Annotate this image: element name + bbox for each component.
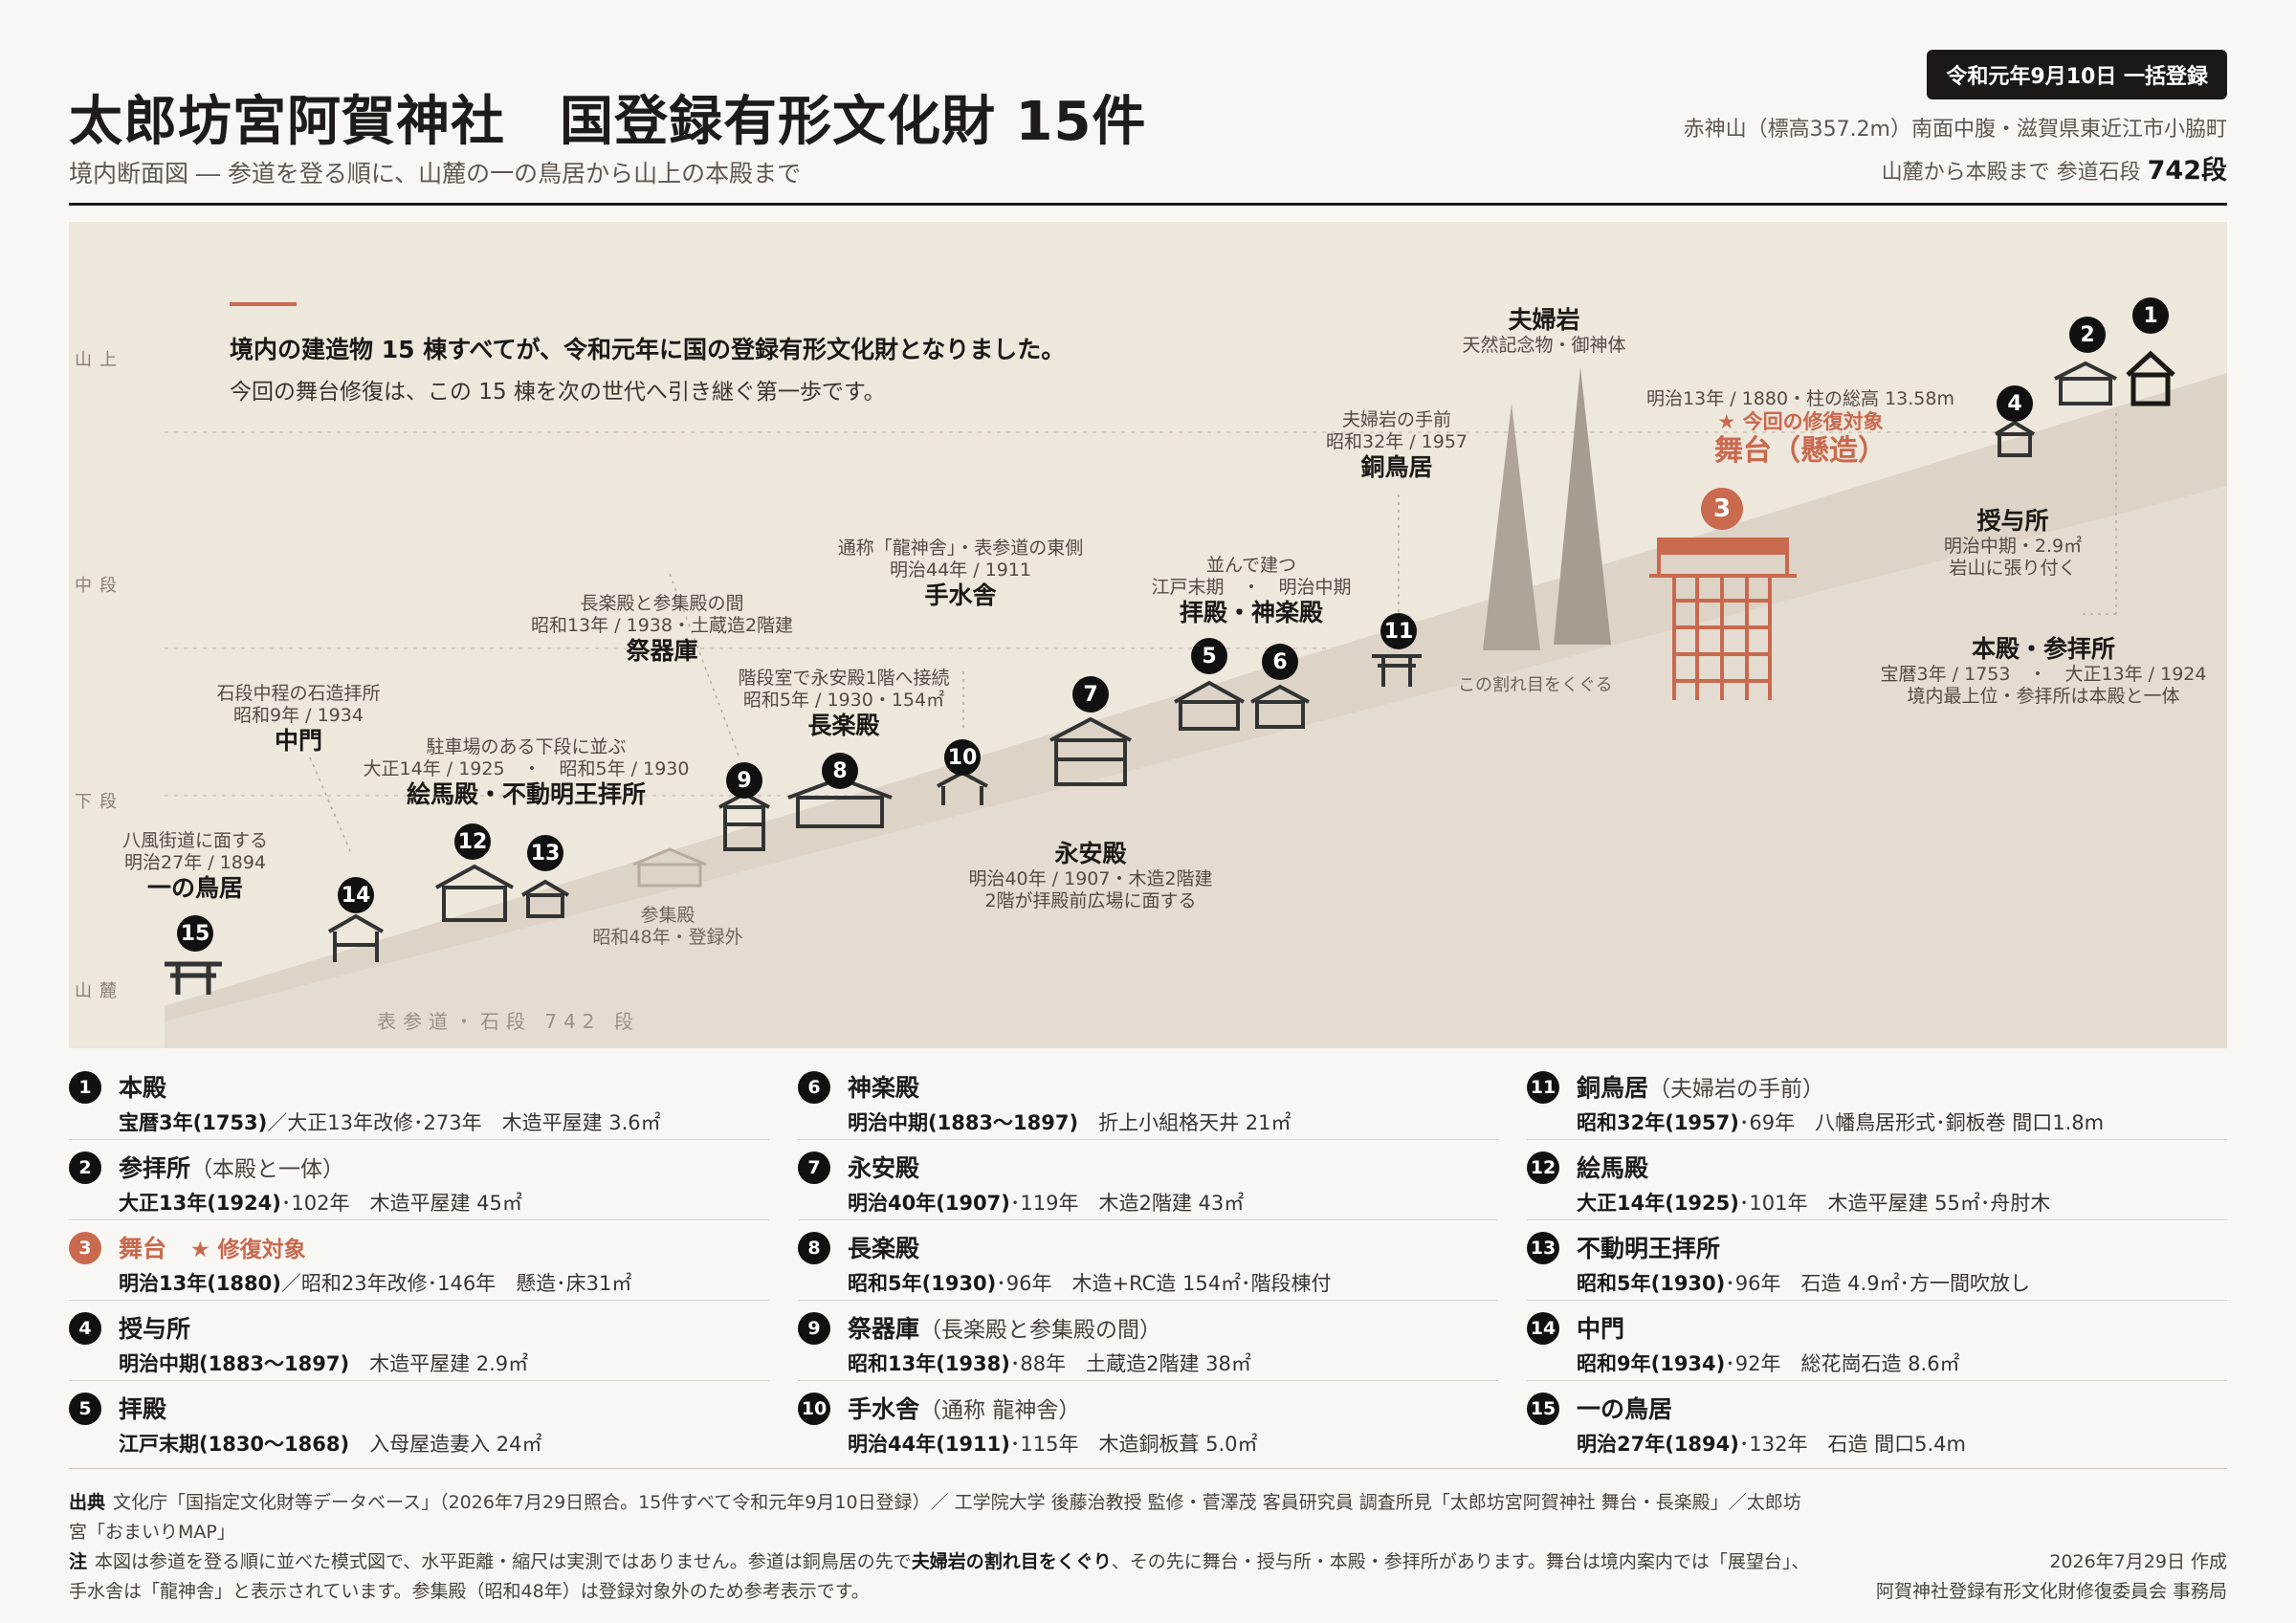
label-butai: 明治13年 / 1880・柱の総高 13.58m★ 今回の修復対象舞台（懸造） bbox=[1646, 388, 1954, 468]
source-text: 出典文化庁「国指定文化財等データベース」（2026年7月29日照合。15件すべて… bbox=[69, 1492, 1801, 1543]
marker-11: 11 bbox=[1380, 613, 1417, 649]
marker-4: 4 bbox=[1997, 385, 2033, 422]
torii-11 bbox=[1372, 654, 1422, 687]
message-text: 今回の舞台修復は、この 15 棟を次の世代へ引き継ぐ第一歩です。 bbox=[230, 380, 886, 405]
page-subtitle: 境内断面図 ― 参道を登る順に、山麓の一の鳥居から山上の本殿まで bbox=[69, 160, 802, 187]
steps-text: 山麓から本殿まで 参道石段 742段 bbox=[1882, 149, 2227, 186]
footer-org: 阿賀神社登録有形文化財修復委員会 事務局 bbox=[1875, 1581, 2227, 1602]
page-title: 太郎坊宮阿賀神社 国登録有形文化財 15件 bbox=[69, 91, 1147, 153]
label-saikiko: 長楽殿と参集殿の間昭和13年 / 1938・土蔵造2階建祭器庫 bbox=[530, 593, 794, 665]
registration-badge: 令和元年9月10日 一括登録 bbox=[1927, 50, 2227, 99]
note-text: 注本図は参道を登る順に並べた模式図で、水平距離・縮尺は実測ではありません。参道は… bbox=[69, 1551, 1810, 1602]
stage-3 bbox=[1649, 537, 1797, 700]
hall-12 bbox=[435, 864, 514, 922]
marker-6: 6 bbox=[1262, 644, 1298, 680]
footer-date: 2026年7月29日 作成阿賀神社登録有形文化財修復委員会 事務局 bbox=[1876, 1547, 2227, 1607]
diagram-svg bbox=[165, 350, 2227, 1048]
gate-14 bbox=[328, 913, 384, 962]
marker-14: 14 bbox=[338, 877, 374, 913]
honden-1 bbox=[2126, 350, 2175, 406]
marker-9: 9 bbox=[726, 762, 762, 799]
marker-1: 1 bbox=[2132, 297, 2169, 334]
steps-prefix: 山麓から本殿まで 参道石段 bbox=[1881, 161, 2141, 185]
footer-rule bbox=[69, 1468, 2227, 1469]
marker-10: 10 bbox=[944, 739, 981, 776]
header-rule bbox=[69, 203, 2227, 206]
marker-15: 15 bbox=[177, 915, 213, 952]
marker-7: 7 bbox=[1072, 676, 1109, 713]
message-bold: 境内の建造物 15 棟すべてが、令和元年に国の登録有形文化財となりました。 bbox=[230, 336, 1066, 363]
message-accent bbox=[230, 302, 297, 306]
office-4 bbox=[1994, 420, 2036, 457]
marker-5: 5 bbox=[1191, 638, 1227, 674]
shrine-13 bbox=[520, 879, 570, 918]
marker-12: 12 bbox=[454, 823, 491, 860]
torii-15 bbox=[165, 961, 222, 995]
steps-value: 742段 bbox=[2147, 156, 2227, 186]
marker-8: 8 bbox=[822, 753, 858, 789]
hall-6 bbox=[1250, 684, 1310, 729]
location-text: 赤神山（標高357.2m）南面中腹・滋賀県東近江市小脇町 bbox=[1683, 118, 2227, 142]
rock-right bbox=[1554, 367, 1611, 645]
level-foot: 山麓 bbox=[75, 981, 124, 1001]
level-low: 下段 bbox=[75, 792, 124, 812]
path-label: 表参道・石段 742 段 bbox=[377, 1010, 640, 1033]
cross-section-diagram: 山上 中段 下段 山麓 境内の建造物 15 棟すべてが、令和元年に国の登録有形文… bbox=[69, 222, 2227, 1048]
sanshuden bbox=[632, 847, 707, 888]
label-haiden-kaguraden: 並んで建つ江戸末期 ・ 明治中期拝殿・神楽殿 bbox=[1151, 555, 1352, 626]
marker-3: 3 bbox=[1701, 488, 1743, 530]
hall-7 bbox=[1049, 716, 1132, 786]
marker-2: 2 bbox=[2069, 317, 2106, 353]
level-mid: 中段 bbox=[75, 576, 124, 596]
rock-left bbox=[1483, 404, 1540, 650]
marker-13: 13 bbox=[527, 835, 563, 871]
level-top: 山上 bbox=[75, 350, 124, 370]
hall-5 bbox=[1174, 680, 1245, 731]
label-meotoiwa: 夫婦岩天然記念物・御神体 bbox=[1462, 306, 1626, 356]
label-sanshuden: 参集殿昭和48年・登録外 bbox=[592, 905, 743, 948]
hall-2 bbox=[2054, 361, 2117, 406]
crack-label: この割れ目をくぐる bbox=[1458, 675, 1613, 695]
